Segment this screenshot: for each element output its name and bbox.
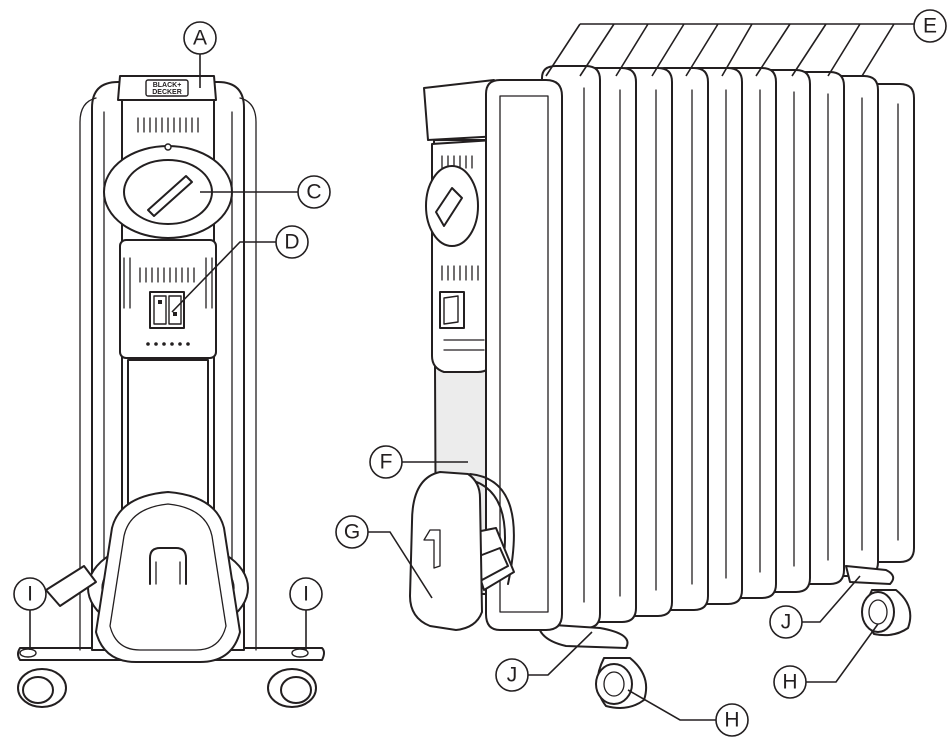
svg-text:F: F <box>380 451 393 474</box>
svg-text:C: C <box>306 181 321 204</box>
upper-vents <box>137 117 199 133</box>
heater-fins <box>541 65 915 629</box>
svg-text:I: I <box>27 583 33 606</box>
power-switches[interactable] <box>149 291 185 329</box>
carry-handle: BLACK+ DECKER <box>117 75 217 101</box>
svg-text:E: E <box>923 15 937 38</box>
svg-text:H: H <box>724 709 739 732</box>
callout-f: F <box>369 445 468 479</box>
svg-text:G: G <box>344 521 360 544</box>
callout-d: D <box>171 225 309 313</box>
callout-i-right: I <box>289 577 323 650</box>
front-fin-panel <box>485 79 563 631</box>
front-left-wheel <box>17 668 67 708</box>
callout-j-front: J <box>495 631 593 692</box>
svg-text:I: I <box>303 583 309 606</box>
callout-c: C <box>200 175 331 209</box>
castor-wheel-back <box>861 589 912 637</box>
callout-g: G <box>335 515 433 599</box>
front-view-heater: BLACK+ DECKER <box>17 75 325 708</box>
brand-logo-line1: BLACK+ <box>153 82 182 89</box>
svg-text:J: J <box>781 611 792 634</box>
callout-j-back: J <box>769 575 861 639</box>
support-foot-front <box>537 623 629 649</box>
callout-a: A <box>183 21 217 88</box>
callout-i-left: I <box>13 577 47 650</box>
castor-wheel-front <box>595 657 648 709</box>
cord-storage-cover <box>409 471 483 631</box>
cord-storage <box>45 491 249 663</box>
svg-text:D: D <box>284 231 299 254</box>
svg-text:H: H <box>782 671 797 694</box>
callout-h-back: H <box>773 623 879 699</box>
svg-text:A: A <box>193 27 207 50</box>
callout-h-front: H <box>627 689 749 737</box>
support-foot-back <box>845 565 895 585</box>
svg-text:J: J <box>507 664 518 687</box>
side-view-heater <box>409 65 915 709</box>
brand-logo-line2: DECKER <box>152 89 182 96</box>
thermostat-dial[interactable] <box>103 143 233 239</box>
callout-e: E <box>545 9 947 77</box>
switch-panel <box>119 239 217 359</box>
front-right-wheel <box>267 668 317 708</box>
